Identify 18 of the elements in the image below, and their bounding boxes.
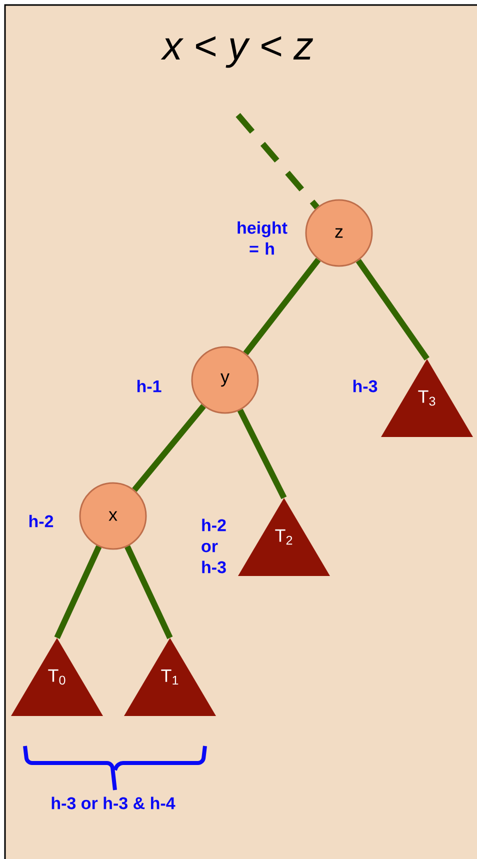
tree-edge <box>54 545 102 640</box>
tree-edge <box>132 404 206 492</box>
subtree-triangle: T$_{1}$ <box>124 638 216 716</box>
subtree-triangle: T$_{2}$ <box>238 498 330 576</box>
subtree-triangle: T$_{0}$ <box>11 638 103 716</box>
height-label: height = h <box>238 221 288 255</box>
tree-edge <box>243 258 321 356</box>
height-label: h-2 <box>29 514 54 528</box>
height-label: h-3 <box>353 380 378 392</box>
brace-label: h-3 or h-3 & h-4 <box>52 796 176 810</box>
title: x < y < z <box>160 36 314 68</box>
subtree-triangle: T$_{3}$ <box>381 359 473 437</box>
height-label: h-2 or h-3 <box>202 518 226 574</box>
tree-edge <box>237 408 287 500</box>
height-label: h-1 <box>137 380 162 392</box>
tree-edge <box>236 113 320 210</box>
tree-edge <box>356 258 430 361</box>
tree-edge <box>124 545 173 640</box>
